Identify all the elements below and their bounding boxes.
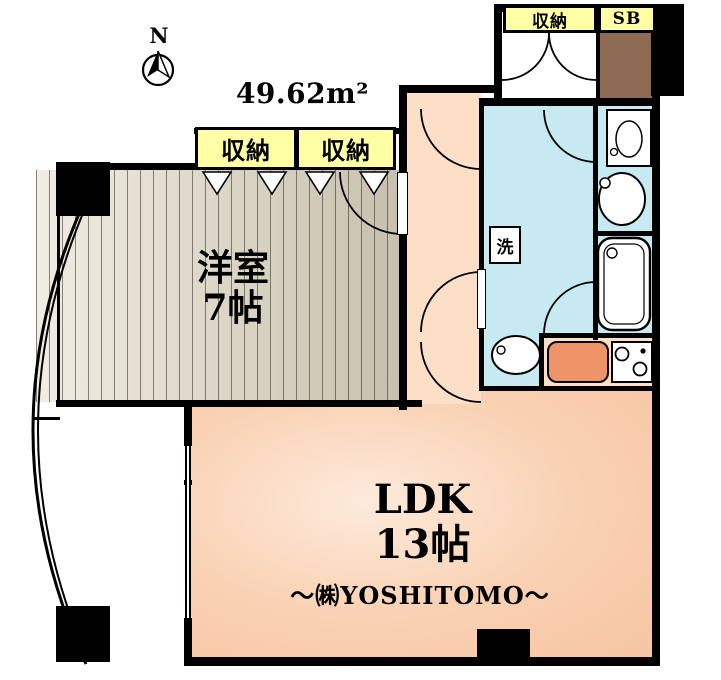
ldk-name: LDK <box>373 476 472 523</box>
wall-segment <box>399 234 407 410</box>
pillar <box>651 4 684 96</box>
wall-segment <box>57 214 60 404</box>
pillar <box>477 629 530 666</box>
wall-segment <box>593 231 655 236</box>
pillar <box>56 162 110 216</box>
wall-segment <box>56 163 206 170</box>
watermark: ～㈱YOSHITOMO～ <box>290 581 550 610</box>
shoebox-interior <box>598 30 656 100</box>
storage-label-text: 収納 <box>321 136 371 165</box>
laundry-label: 洗 <box>496 237 514 258</box>
wall-segment <box>184 657 660 666</box>
wall-segment <box>479 386 656 391</box>
storage-label: 収納 <box>296 127 396 170</box>
wall-segment <box>494 4 502 104</box>
wall-segment <box>399 85 502 93</box>
wall-segment <box>652 4 660 666</box>
shoebox-label: SB <box>598 5 656 33</box>
wall-segment <box>593 104 598 340</box>
storage-label-text: 収納 <box>221 136 271 165</box>
closet-door-arc-icon <box>501 32 597 81</box>
laundry-box: 洗 <box>489 226 521 264</box>
storage-label: 収納 <box>195 127 297 170</box>
wall-segment <box>184 402 192 446</box>
shoebox-label-text: SB <box>612 9 642 29</box>
wall-segment <box>596 6 600 100</box>
kitchen-area <box>542 336 654 388</box>
area-label: 49.62m² <box>235 77 370 110</box>
compass-icon <box>141 50 175 87</box>
wall-segment <box>539 333 655 338</box>
western-room-name: 洋室 <box>196 247 269 289</box>
western-room-label: 洋室 7帖 <box>103 248 363 329</box>
wall-segment <box>479 328 484 391</box>
toilet-bath-room <box>596 104 654 334</box>
storage-label-text: 収納 <box>532 11 568 32</box>
door-gap <box>477 269 486 329</box>
pillar <box>56 606 110 662</box>
hallway <box>404 92 481 404</box>
storage-label: 収納 <box>503 5 597 33</box>
wall-segment <box>33 417 60 420</box>
ldk-size: 13帖 <box>374 520 471 568</box>
wall-segment <box>539 333 544 391</box>
window <box>185 446 191 618</box>
compass-label: N <box>149 23 169 48</box>
wall-segment <box>184 618 192 666</box>
western-room-size: 7帖 <box>202 287 264 330</box>
room-ldk <box>188 388 654 660</box>
door-gap <box>397 172 408 235</box>
wall-segment <box>479 104 484 270</box>
ldk-label: LDK 13帖 <box>290 476 555 568</box>
wall-segment <box>479 98 660 106</box>
wall-segment <box>56 400 422 407</box>
